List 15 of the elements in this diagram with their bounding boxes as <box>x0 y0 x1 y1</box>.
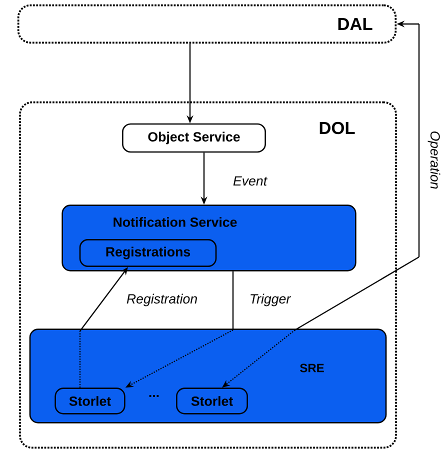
edge-label: Registration <box>126 294 197 306</box>
layer-title: DOL <box>320 122 355 134</box>
component-box: Storlet <box>176 388 248 414</box>
layer-title: Notification Service <box>114 217 237 227</box>
edge-label: Trigger <box>250 294 292 306</box>
ellipsis: ... <box>149 395 159 397</box>
component-box: Storlet <box>54 388 126 414</box>
edge-label: Operation <box>428 131 440 189</box>
layer-title: DAL <box>338 18 372 30</box>
layer-box <box>17 4 397 44</box>
layer-title: SRE <box>300 364 324 372</box>
edge-label: Event <box>233 176 268 186</box>
component-box: Registrations <box>79 239 217 267</box>
layer-box <box>19 101 397 449</box>
service-box: Object Service <box>122 123 266 153</box>
